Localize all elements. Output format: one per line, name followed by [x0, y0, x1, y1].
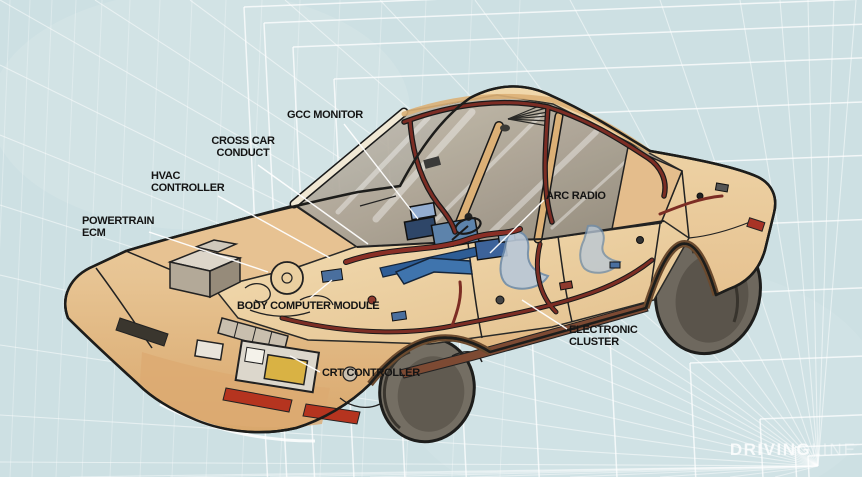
cross-car-conduct-beam [344, 227, 522, 264]
rearview-mirror [423, 156, 442, 169]
pillars [289, 93, 683, 247]
leader-crt-controller [289, 355, 321, 373]
grid-line [263, 0, 858, 24]
watermark-line: LINE [811, 440, 857, 459]
headlight-cluster [234, 339, 321, 394]
leader-arc-radio [489, 199, 545, 254]
grid-line [109, 0, 131, 477]
grid-line [817, 0, 835, 467]
tail-lamp [746, 217, 766, 232]
headlight-lens [263, 353, 309, 386]
car-cutaway-illustration [64, 85, 777, 444]
engine-bay-components [167, 239, 381, 409]
bumper-red-strip [222, 387, 293, 413]
grid-line [269, 465, 819, 477]
small-components [367, 182, 730, 322]
grid-line [779, 0, 819, 467]
grid-line [0, 0, 11, 251]
powertrain-ecm-box [167, 239, 243, 299]
grid-line [139, 0, 161, 477]
hvac-duct [394, 257, 473, 285]
label-gcc-monitor: GCC MONITOR [287, 109, 363, 121]
label-arc-radio: ARC RADIO [546, 190, 606, 202]
floor-harness [280, 258, 654, 334]
roof-harness [402, 101, 667, 198]
grid-line [659, 465, 819, 477]
grid-line [55, 0, 77, 477]
paper-highlight [0, 0, 410, 230]
grid-line [729, 465, 819, 477]
grid-line [369, 465, 819, 477]
grid-line [817, 0, 857, 467]
grille-slot [115, 317, 169, 347]
grid-line [81, 0, 103, 477]
label-crt-controller: CRT CONTROLLER [322, 367, 420, 379]
label-hvac-controller: HVAC CONTROLLER [151, 170, 225, 194]
leader-body-computer-module [309, 279, 333, 299]
watermark-driving: DRIVING [729, 440, 812, 459]
grid-line [31, 0, 53, 477]
wiring-harness [279, 99, 724, 335]
grid-line [569, 465, 819, 477]
grid-line [333, 57, 862, 80]
grid-line [0, 414, 819, 467]
body-outline [64, 85, 777, 434]
label-powertrain-ecm: POWERTRAIN ECM [82, 215, 155, 239]
grid-line [0, 461, 819, 467]
grid-line [243, 0, 438, 8]
blower-unit [270, 261, 304, 295]
grid-line [807, 453, 862, 457]
grid-line [794, 443, 862, 448]
grid-line [759, 418, 764, 477]
grid-line [807, 0, 819, 467]
leader-powertrain-ecm [148, 231, 269, 273]
leader-lines [148, 123, 568, 373]
grid-line [689, 355, 862, 364]
front-fascia [115, 217, 766, 443]
leader-electronic-cluster [521, 299, 568, 330]
leader-gcc-monitor [343, 123, 419, 220]
grid-line [689, 362, 697, 477]
grid-line [807, 455, 810, 477]
grid-line [169, 465, 819, 477]
a-pillar-far [291, 109, 407, 207]
grid-line [69, 465, 819, 477]
label-body-computer-module: BODY COMPUTER MODULE [237, 300, 380, 312]
grid-line [794, 446, 798, 477]
rocker-band [399, 302, 649, 379]
fog-lamp [342, 366, 358, 382]
c-pillar [611, 145, 683, 230]
grid-line [469, 465, 819, 477]
grid-line [9, 0, 31, 477]
leader-cross-car-conduct [257, 164, 369, 245]
grid-line [759, 414, 862, 420]
b-pillar [535, 113, 562, 242]
grid-line [292, 23, 862, 48]
side-lamp [194, 339, 224, 361]
label-cross-car-conduct: CROSS CAR CONDUCT [211, 135, 275, 159]
grid-line [739, 0, 819, 467]
drivingline-watermark: DRIVINGLINE [687, 441, 857, 458]
grid-line [607, 297, 618, 477]
leader-hvac-controller [217, 195, 331, 259]
body-computer-module-box [320, 268, 344, 283]
label-electronic-cluster: ELECTRONIC CLUSTER [569, 324, 638, 348]
interior-modules [367, 182, 730, 322]
